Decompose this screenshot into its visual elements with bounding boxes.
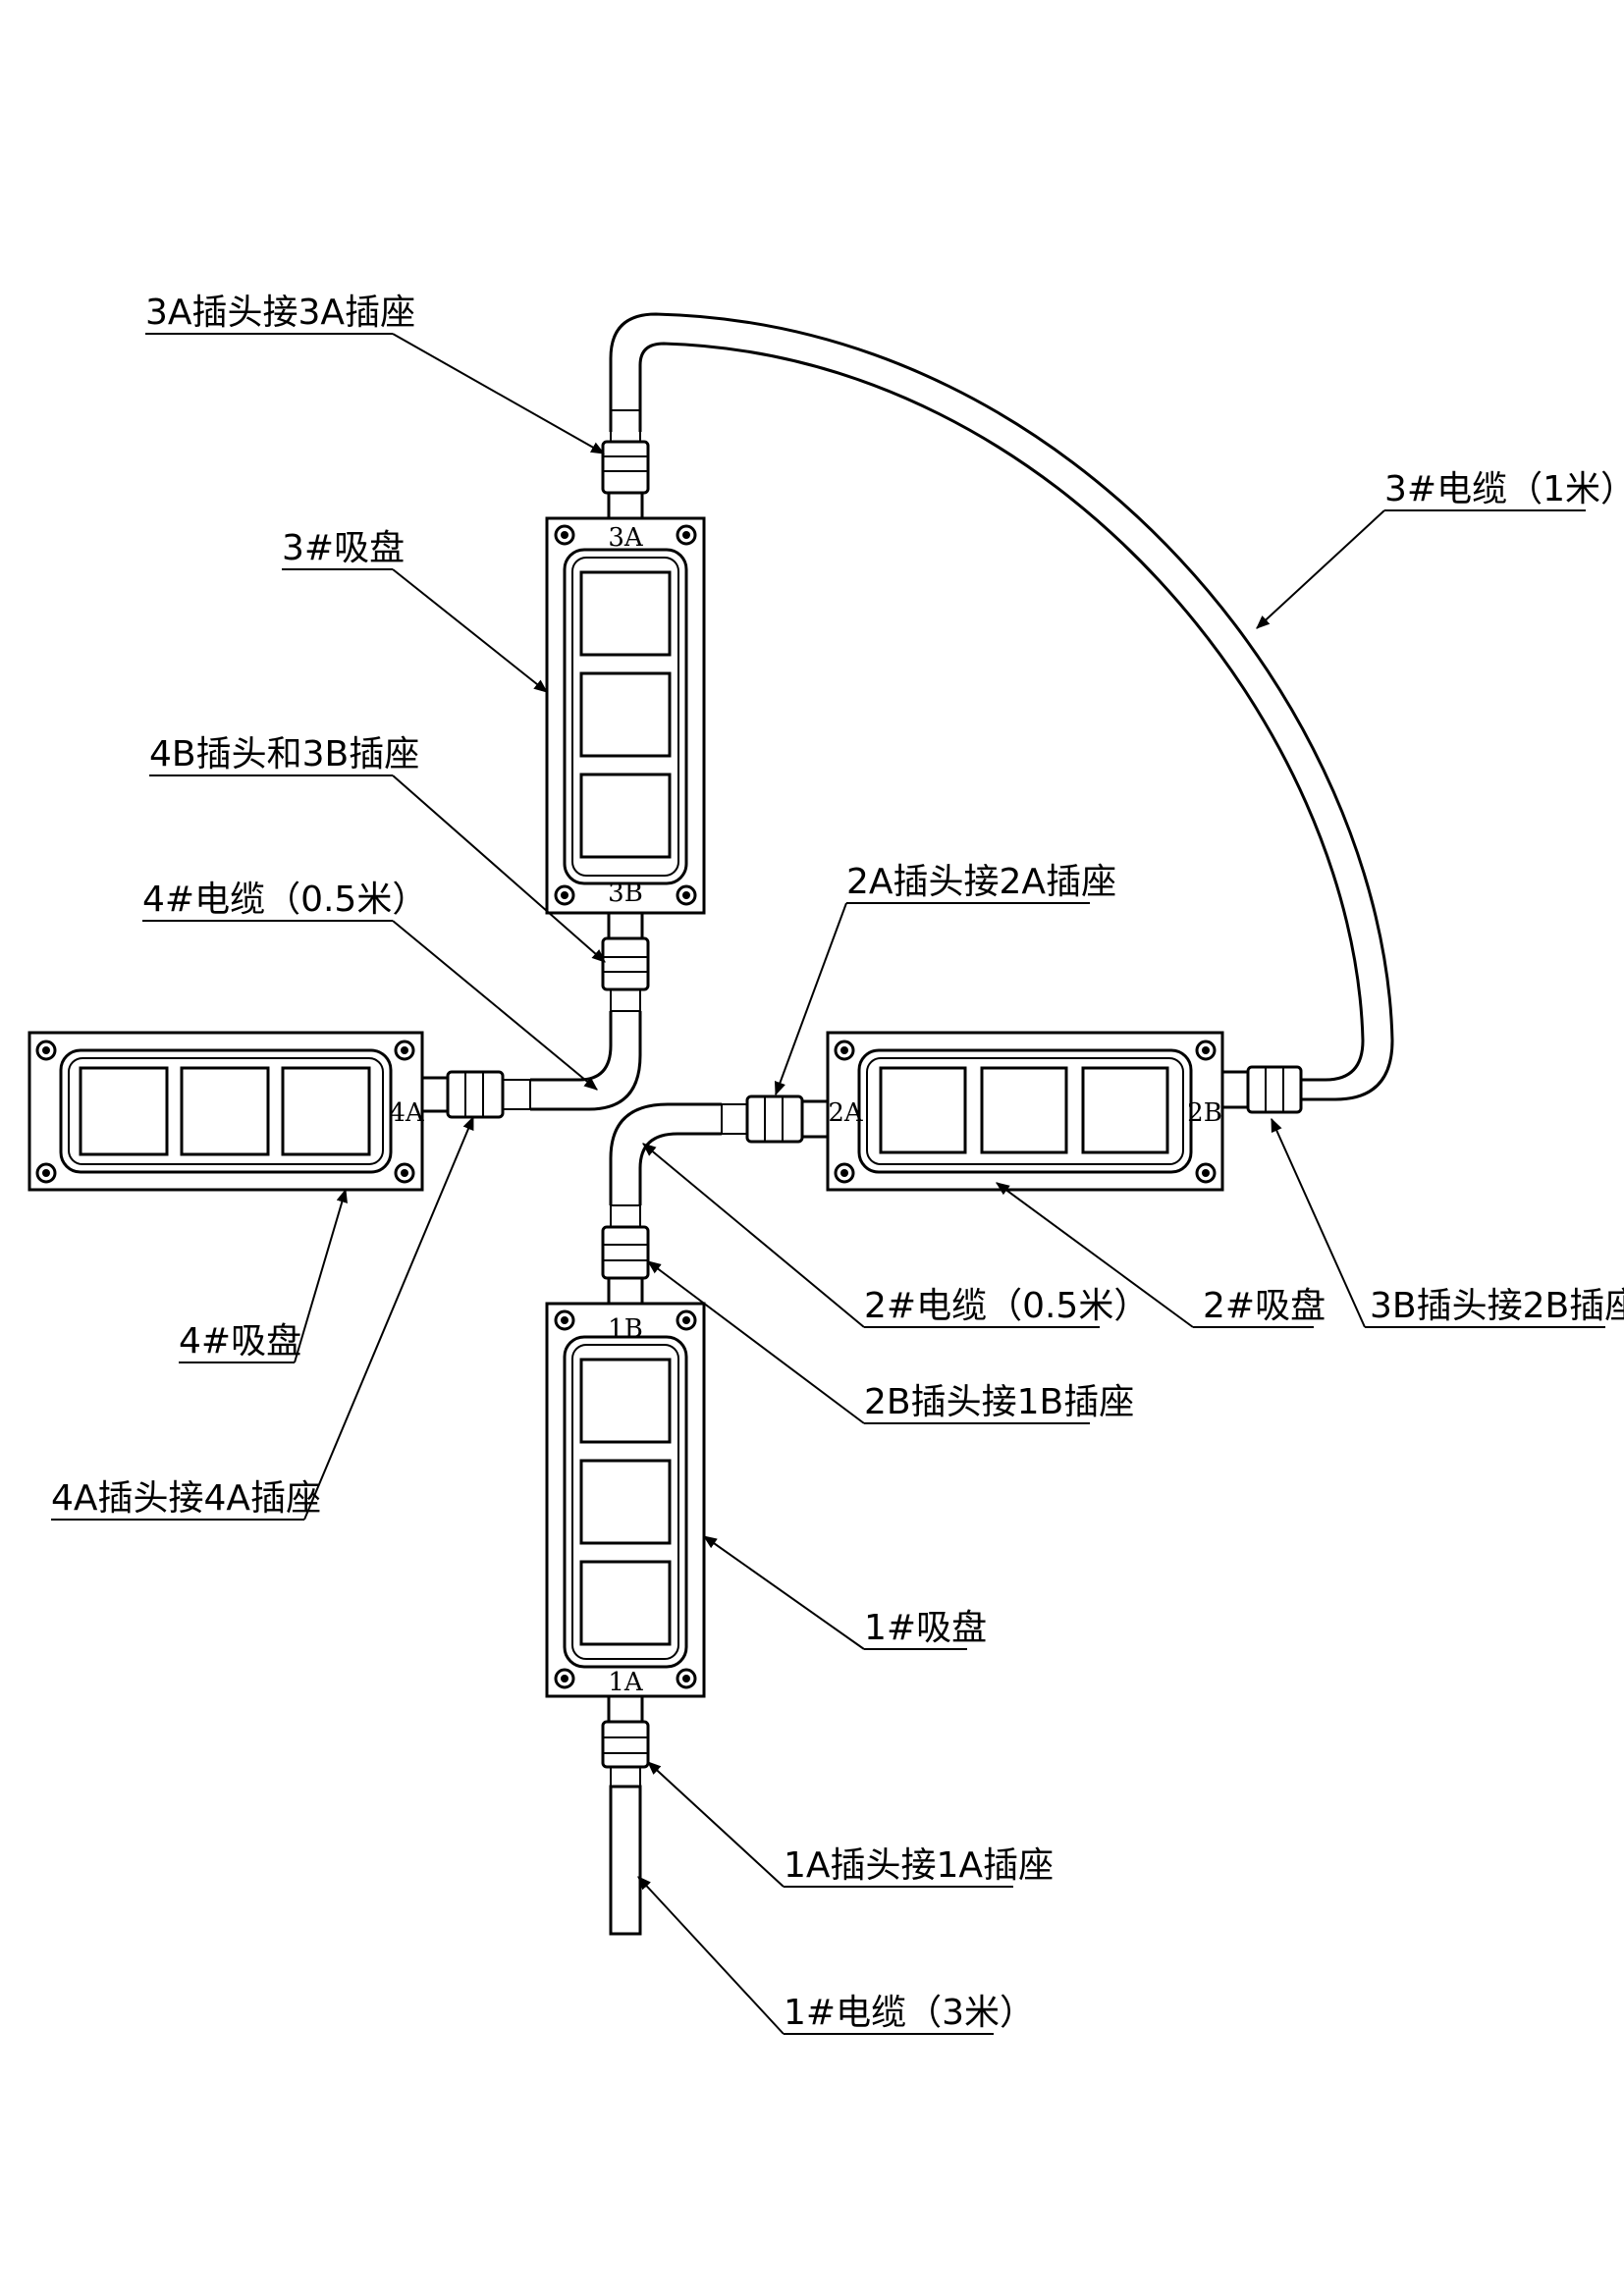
callout-pad-2: 2#吸盘 xyxy=(996,1182,1326,1328)
callout-2a-plug: 2A插头接2A插座 xyxy=(774,862,1116,1096)
port-label-4a: 4A xyxy=(389,1098,425,1128)
callout-3a-plug-text: 3A插头接3A插座 xyxy=(145,293,415,333)
cable-3 xyxy=(609,312,1394,1101)
cable-4 xyxy=(530,1011,642,1111)
connector-2a xyxy=(721,1095,830,1144)
suction-pad-2 xyxy=(826,1031,1224,1192)
callout-4b-plug: 4B插头和3B插座 xyxy=(149,734,606,963)
port-label-1a: 1A xyxy=(608,1668,644,1697)
connector-4a xyxy=(420,1070,531,1119)
suction-pad-3 xyxy=(545,516,706,915)
callout-4a-plug: 4A插头接4A插座 xyxy=(51,1115,474,1521)
callout-pad-2-text: 2#吸盘 xyxy=(1203,1286,1326,1326)
callout-4a-plug-text: 4A插头接4A插座 xyxy=(51,1478,321,1519)
callout-cable-3-text: 3#电缆（1米） xyxy=(1384,469,1624,509)
callout-cable-2: 2#电缆（0.5米） xyxy=(642,1143,1149,1328)
callout-cable-1: 1#电缆（3米） xyxy=(637,1876,1035,2035)
port-label-2a: 2A xyxy=(828,1098,864,1128)
callout-cable-1-text: 1#电缆（3米） xyxy=(784,1993,1035,2033)
port-label-3a: 3A xyxy=(608,523,644,553)
callout-2b-plug-text: 2B插头接1B插座 xyxy=(864,1382,1134,1422)
callout-2a-plug-text: 2A插头接2A插座 xyxy=(846,862,1116,902)
cable-2 xyxy=(609,1102,722,1205)
callout-4b-plug-text: 4B插头和3B插座 xyxy=(149,734,419,774)
callout-cable-2-text: 2#电缆（0.5米） xyxy=(864,1286,1149,1326)
connector-2b xyxy=(1220,1065,1303,1114)
callout-1a-plug: 1A插头接1A插座 xyxy=(647,1761,1054,1888)
cable-1 xyxy=(609,1785,642,1936)
connector-3b xyxy=(601,911,650,1012)
callout-3b-plug-text: 3B插头接2B插座 xyxy=(1370,1286,1624,1326)
callout-pad-4: 4#吸盘 xyxy=(179,1188,348,1363)
port-label-2b: 2B xyxy=(1187,1098,1222,1128)
connector-1b xyxy=(601,1204,650,1306)
suction-pad-4 xyxy=(27,1031,424,1192)
callout-cable-3: 3#电缆（1米） xyxy=(1256,469,1624,629)
callout-pad-1: 1#吸盘 xyxy=(703,1535,987,1650)
callout-cable-4: 4#电缆（0.5米） xyxy=(142,880,598,1091)
callout-pad-3: 3#吸盘 xyxy=(282,528,548,693)
callout-pad-3-text: 3#吸盘 xyxy=(282,528,405,568)
suction-pad-1 xyxy=(545,1302,706,1698)
callout-3a-plug: 3A插头接3A插座 xyxy=(145,293,606,454)
connector-3a xyxy=(601,409,650,520)
callout-1a-plug-text: 1A插头接1A插座 xyxy=(784,1845,1054,1886)
port-label-1b: 1B xyxy=(608,1314,643,1344)
callout-pad-1-text: 1#吸盘 xyxy=(864,1608,987,1648)
callout-pad-4-text: 4#吸盘 xyxy=(179,1321,301,1362)
callout-3b-plug: 3B插头接2B插座 xyxy=(1271,1117,1624,1328)
callout-2b-plug: 2B插头接1B插座 xyxy=(647,1260,1134,1424)
callout-cable-4-text: 4#电缆（0.5米） xyxy=(142,880,427,920)
port-label-3b: 3B xyxy=(608,879,643,908)
connector-1a xyxy=(601,1694,650,1788)
